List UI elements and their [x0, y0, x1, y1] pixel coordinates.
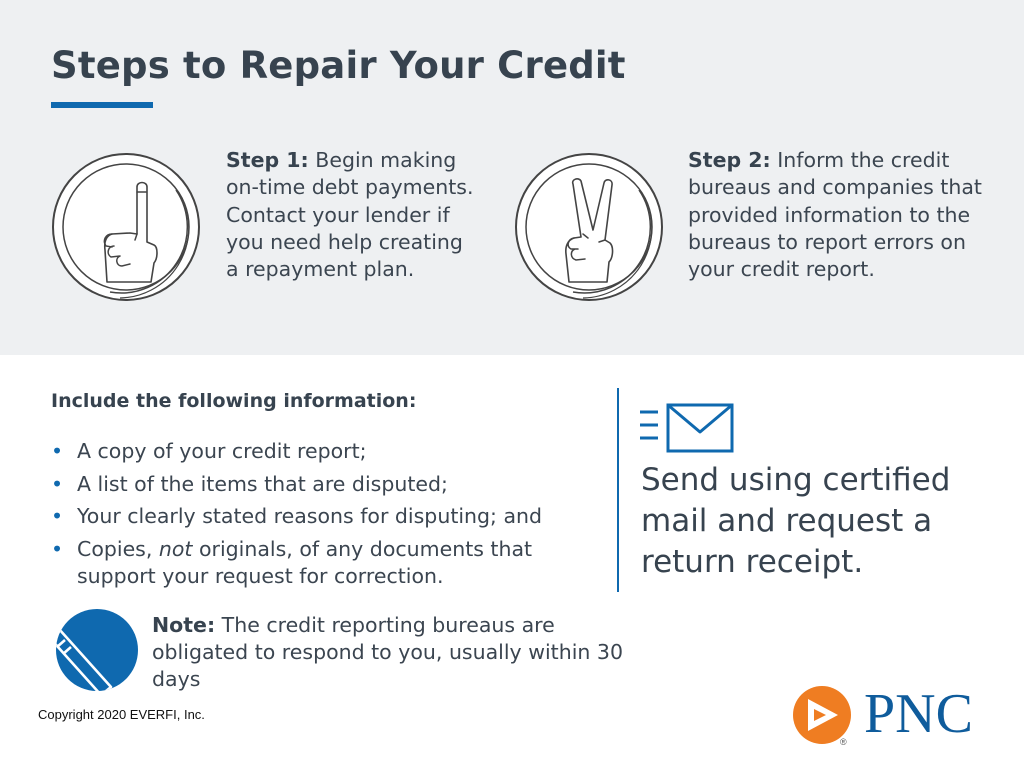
top-panel: Steps to Repair Your Credit Step 1: Begi… — [0, 0, 1024, 355]
copyright-notice: Copyright 2020 EVERFI, Inc. — [38, 707, 205, 722]
pnc-logo-mark: ® — [793, 686, 851, 747]
page-title: Steps to Repair Your Credit — [51, 44, 626, 87]
list-item-text: A list of the items that are disputed; — [77, 471, 448, 496]
list-item-emphasis: not — [158, 536, 193, 561]
step-1-body: Begin making on-time debt payments. Cont… — [226, 148, 474, 282]
step-2-body: Inform the credit bureaus and companies … — [688, 148, 982, 282]
list-item-text-end: originals, of any documents that support… — [77, 536, 533, 588]
vertical-divider — [617, 388, 619, 592]
bullet-marker: • — [51, 504, 64, 528]
bullet-marker: • — [51, 439, 64, 463]
pencil-icon — [51, 609, 143, 695]
pnc-logo: ® PNC — [792, 685, 1004, 747]
list-item-text: Your clearly stated reasons for disputin… — [77, 504, 543, 528]
bullet-marker: • — [51, 536, 64, 561]
two-finger-hand-icon — [513, 150, 668, 305]
note-body: The credit reporting bureaus are obligat… — [152, 613, 623, 691]
mail-instruction: Send using certified mail and request a … — [641, 462, 951, 580]
bullet-marker: • — [51, 471, 64, 496]
pnc-wordmark: PNC — [864, 683, 973, 745]
list-item: • A list of the items that are disputed; — [51, 471, 591, 498]
list-item-text-start: Copies, — [77, 536, 159, 561]
one-finger-hand-icon — [50, 150, 205, 305]
list-item: • A copy of your credit report; — [51, 438, 591, 465]
note-label: Note: — [152, 613, 216, 637]
step-2-label: Step 2: — [688, 148, 771, 172]
list-item-text: A copy of your credit report; — [77, 439, 367, 463]
step-1-label: Step 1: — [226, 148, 309, 172]
note-text: Note: The credit reporting bureaus are o… — [152, 612, 652, 693]
info-list: • A copy of your credit report; • A list o… — [51, 438, 591, 595]
list-item: • Your clearly stated reasons for disputi… — [51, 503, 591, 530]
list-item: • Copies, not originals, of any documents… — [51, 536, 591, 590]
step-1-text: Step 1: Begin making on-time debt paymen… — [226, 147, 476, 283]
step-2-text: Step 2: Inform the credit bureaus and co… — [688, 147, 988, 283]
title-underline — [51, 102, 153, 108]
envelope-icon — [638, 400, 738, 460]
info-heading: Include the following information: — [51, 390, 417, 412]
registered-mark: ® — [840, 737, 847, 747]
